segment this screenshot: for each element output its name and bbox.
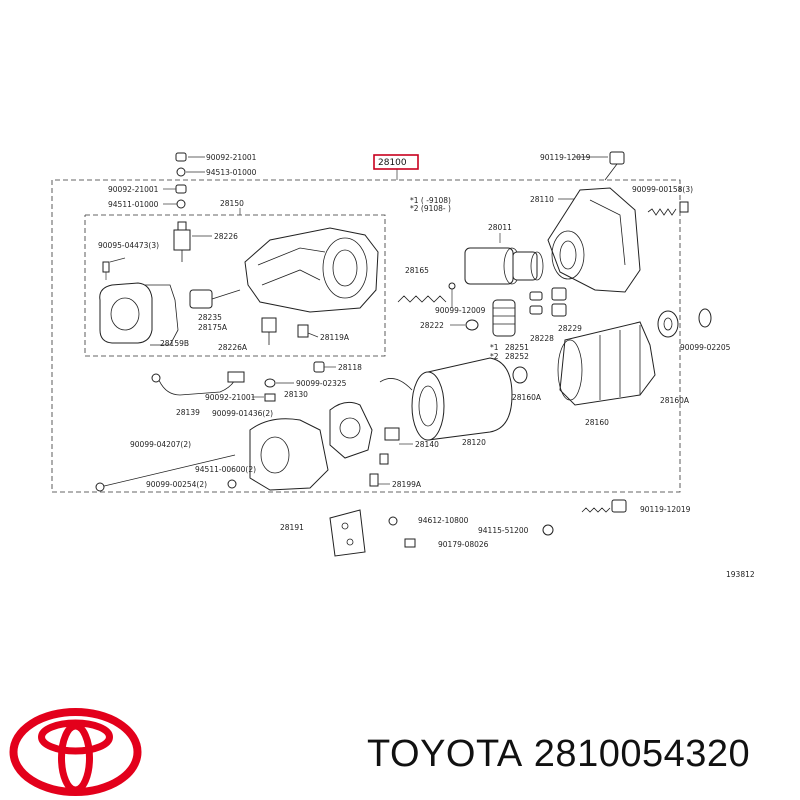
- part-label: 90092-21001: [206, 153, 257, 162]
- part-label: 28175A: [198, 323, 228, 332]
- date-note-2: *2 (9108- ): [410, 204, 451, 213]
- date-note-1: *1 ( -9108): [410, 196, 451, 205]
- solenoid-housing: [244, 227, 379, 313]
- part-label: 28199A: [392, 480, 422, 489]
- assembly-frame: [51, 168, 681, 493]
- washer-icon: [465, 319, 479, 331]
- reference-code: 193812: [726, 570, 755, 579]
- note-mark: *2: [490, 352, 499, 361]
- part-label: 90099-01436(2): [212, 409, 273, 418]
- part-label: 28226A: [218, 343, 248, 352]
- part-label: 28150: [220, 199, 244, 208]
- note-mark: *1: [490, 343, 499, 352]
- part-label: 90099-00158(3): [632, 185, 693, 194]
- part-label: 90099-00254(2): [146, 480, 207, 489]
- part-label: 28228: [530, 334, 554, 343]
- part-label: 28226: [214, 232, 238, 241]
- contact-part: [261, 317, 309, 345]
- toyota-logo-icon: [9, 708, 142, 796]
- part-label: 28119A: [320, 333, 350, 342]
- part-label: 28130: [284, 390, 308, 399]
- cap-part: [313, 361, 325, 373]
- terminal-part: [173, 221, 191, 262]
- through-bolt: [99, 454, 236, 488]
- screw-icon: [369, 473, 379, 487]
- part-label: 28229: [558, 324, 582, 333]
- plunger-part: [189, 289, 241, 309]
- part-label: 28160A: [660, 396, 690, 405]
- ball-part: [448, 282, 456, 290]
- part-label: 90119-12019: [540, 153, 591, 162]
- bolt-icon: [581, 499, 627, 513]
- drive-housing: [547, 187, 641, 293]
- part-label: 90099-02205: [680, 343, 731, 352]
- end-frame: [249, 418, 329, 491]
- clutch-part: [464, 247, 544, 285]
- part-label: 94115-51200: [478, 526, 529, 535]
- bolt-icon: [604, 151, 625, 181]
- part-label: 94513-01000: [206, 168, 257, 177]
- armature-part: [557, 308, 712, 406]
- cover-plate: [99, 282, 179, 346]
- part-label: 90092-21001: [108, 185, 159, 194]
- screw-icon: [379, 453, 389, 465]
- part-label: 28011: [488, 223, 512, 232]
- part-label: 90119-12019: [640, 505, 691, 514]
- part-label: 28118: [338, 363, 362, 372]
- part-label: 28165: [405, 266, 429, 275]
- main-assembly-box: [373, 154, 419, 170]
- brand-part-number: TOYOTA 2810054320: [367, 733, 750, 776]
- part-label: 28252: [505, 352, 529, 361]
- part-label: 28160A: [512, 393, 542, 402]
- part-label: 28140: [415, 440, 439, 449]
- part-label: 28120: [462, 438, 486, 447]
- part-label: 28159B: [160, 339, 189, 348]
- part-number: 2810054320: [533, 733, 751, 775]
- part-label: 28160: [585, 418, 609, 427]
- brush-holder: [329, 401, 373, 459]
- bolt-head-icon: [175, 152, 187, 209]
- spring-part: [397, 295, 447, 303]
- part-label: 94612-10800: [418, 516, 469, 525]
- part-label: 28222: [420, 321, 444, 330]
- part-label: 90099-02325: [296, 379, 347, 388]
- part-label: 90179-08026: [438, 540, 489, 549]
- bearing-part: [512, 366, 528, 384]
- brush-part: [384, 427, 400, 441]
- part-label: 90095-04473(3): [98, 241, 159, 250]
- nut-icon: [264, 393, 276, 402]
- bolt-head-icon: [388, 516, 398, 526]
- part-label: 90092-21001: [205, 393, 256, 402]
- part-label: 28251: [505, 343, 529, 352]
- part-label: 28110: [530, 195, 554, 204]
- part-label: 28191: [280, 523, 304, 532]
- part-label: 28139: [176, 408, 200, 417]
- nut-icon: [542, 524, 554, 536]
- part-label: 94511-01000: [108, 200, 159, 209]
- main-assembly-number: 28100: [378, 158, 407, 168]
- lead-wire: [151, 371, 245, 396]
- screw-icon: [102, 261, 110, 280]
- bracket-part: [329, 509, 366, 557]
- yoke-part: [379, 357, 513, 441]
- bolt-icon: [647, 201, 689, 216]
- part-label: 28235: [198, 313, 222, 322]
- washer-icon: [404, 538, 416, 548]
- brand-name: TOYOTA: [367, 733, 523, 775]
- part-label: 90099-12009: [435, 306, 486, 315]
- roller-icon: [529, 287, 567, 317]
- part-label: 90099-04207(2): [130, 440, 191, 449]
- part-label: 94511-00600(2): [195, 465, 256, 474]
- gear-icon: [492, 299, 516, 337]
- washer-icon: [264, 378, 276, 388]
